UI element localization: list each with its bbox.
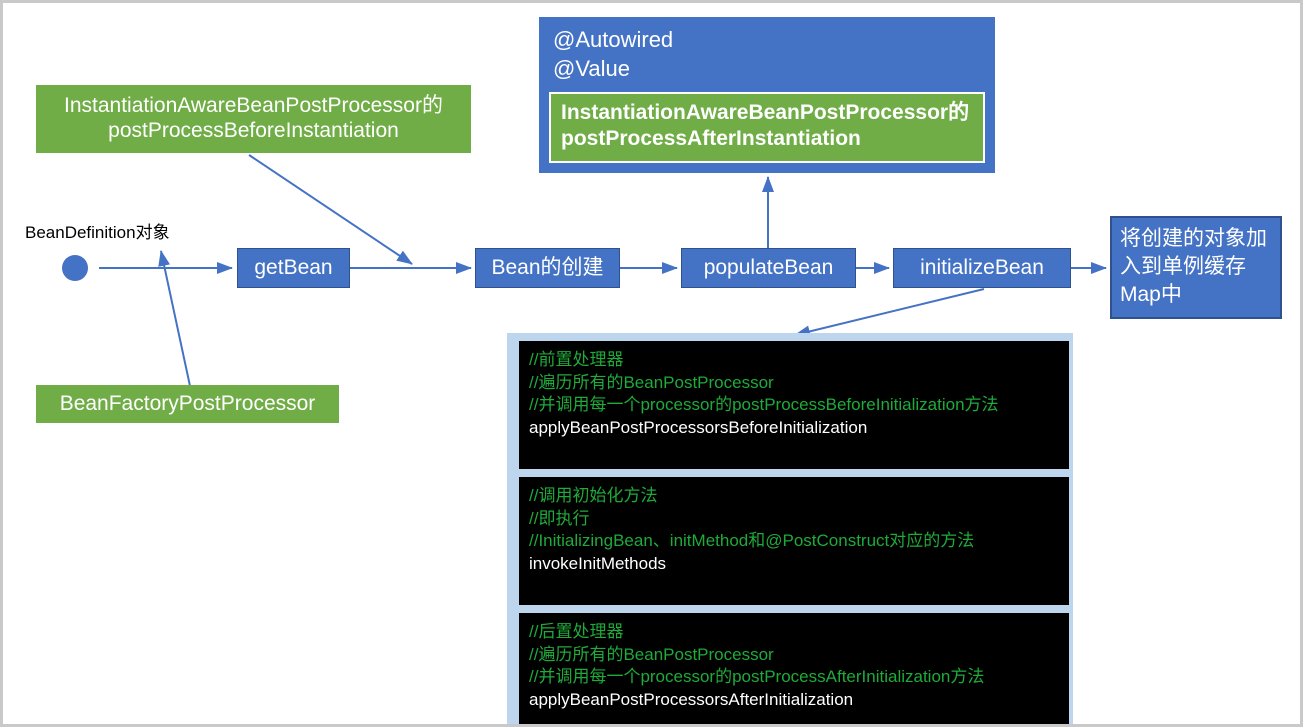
code-call: invokeInitMethods xyxy=(529,553,667,573)
connector-initializebean-to-code-panel xyxy=(794,288,985,338)
post-process-after-instantiation-box: InstantiationAwareBeanPostProcessor的post… xyxy=(549,92,985,163)
flow-node-bean-creation[interactable]: Bean的创建 xyxy=(475,248,620,288)
code-comment: //遍历所有的BeanPostProcessor xyxy=(529,644,774,664)
post-process-before-instantiation-box: InstantiationAwareBeanPostProcessor的post… xyxy=(36,85,471,153)
code-comment: //并调用每一个processor的postProcessAfterInitia… xyxy=(529,667,985,687)
code-comment: //前置处理器 xyxy=(529,350,624,369)
code-block-after-initialization: //后置处理器 //遍历所有的BeanPostProcessor //并调用每一… xyxy=(519,613,1069,724)
code-comment: //调用初始化方法 xyxy=(529,486,658,505)
code-block-before-initialization: //前置处理器 //遍历所有的BeanPostProcessor //并调用每一… xyxy=(519,341,1069,469)
code-block-invoke-init-methods: //调用初始化方法 //即执行 //InitializingBean、initM… xyxy=(519,477,1069,605)
flow-node-initializebean[interactable]: initializeBean xyxy=(893,248,1071,288)
start-node xyxy=(62,255,88,281)
code-comment: //并调用每一个processor的postProcessBeforeIniti… xyxy=(529,395,999,415)
flow-node-getbean[interactable]: getBean xyxy=(237,248,350,288)
flow-node-populatebean[interactable]: populateBean xyxy=(681,248,856,288)
code-call: applyBeanPostProcessorsBeforeInitializat… xyxy=(529,417,868,437)
bean-factory-post-processor-box: BeanFactoryPostProcessor xyxy=(36,385,339,423)
singleton-cache-box: 将创建的对象加入到单例缓存Map中 xyxy=(1110,216,1282,319)
initialize-bean-code-panel: //前置处理器 //遍历所有的BeanPostProcessor //并调用每一… xyxy=(507,333,1073,724)
annotation-value: @Value xyxy=(553,56,630,82)
bean-definition-caption: BeanDefinition对象 xyxy=(25,223,170,242)
autowired-value-panel: @Autowired @Value InstantiationAwareBean… xyxy=(539,17,995,173)
code-comment: //InitializingBean、initMethod和@PostConst… xyxy=(529,531,975,551)
code-call: applyBeanPostProcessorsAfterInitializati… xyxy=(529,689,854,709)
connector-beanfactorypostprocessor-annotation xyxy=(158,250,191,387)
code-comment: //即执行 xyxy=(529,508,590,528)
code-comment: //后置处理器 xyxy=(529,622,624,641)
code-comment: //遍历所有的BeanPostProcessor xyxy=(529,372,774,392)
annotation-autowired: @Autowired xyxy=(553,27,674,52)
